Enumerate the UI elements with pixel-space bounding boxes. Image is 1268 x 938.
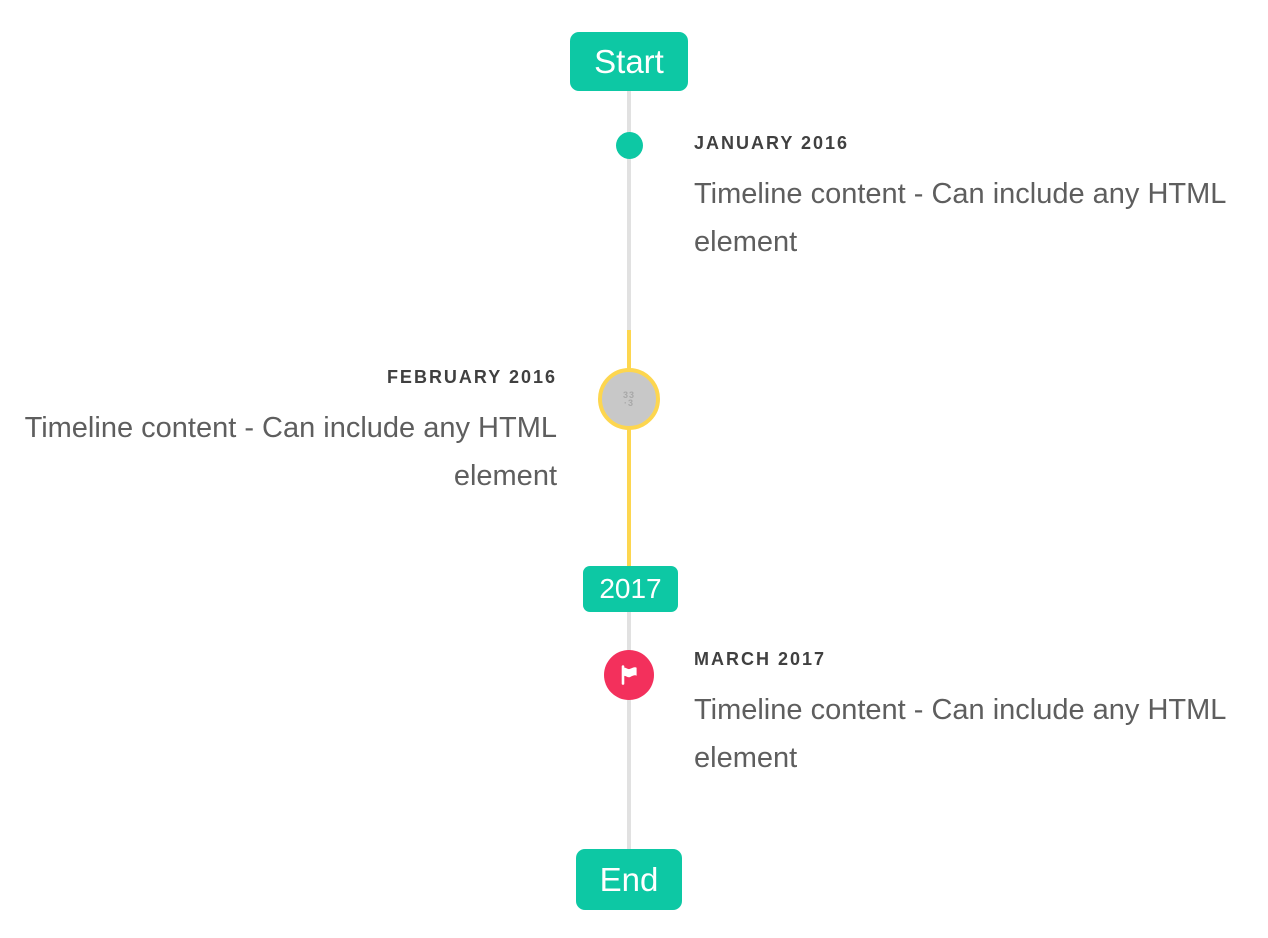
timeline-entry-january: JANUARY 2016 Timeline content - Can incl… <box>694 133 1229 266</box>
start-badge[interactable]: Start <box>570 32 688 91</box>
entry-content: Timeline content - Can include any HTML … <box>694 694 1226 774</box>
timeline-entry-february: FEBRUARY 2016 Timeline content - Can inc… <box>22 367 557 500</box>
entry-title: JANUARY 2016 <box>694 133 850 153</box>
marker-image-texture: ·3 <box>623 398 634 408</box>
entry-title: FEBRUARY 2016 <box>386 367 557 387</box>
entry-title: MARCH 2017 <box>694 649 827 669</box>
year-badge[interactable]: 2017 <box>583 566 678 612</box>
marker-image-texture: 33 <box>622 390 635 400</box>
entry-content: Timeline content - Can include any HTML … <box>24 412 557 492</box>
timeline-entry-march: MARCH 2017 Timeline content - Can includ… <box>694 649 1229 782</box>
flag-icon <box>617 663 641 687</box>
march-marker[interactable] <box>604 650 654 700</box>
timeline-line-highlight-segment <box>627 330 631 567</box>
entry-content: Timeline content - Can include any HTML … <box>694 178 1226 258</box>
february-marker-image[interactable]: 33 ·3 <box>598 368 660 430</box>
january-marker-dot-icon[interactable] <box>616 132 643 159</box>
end-badge[interactable]: End <box>576 849 682 910</box>
